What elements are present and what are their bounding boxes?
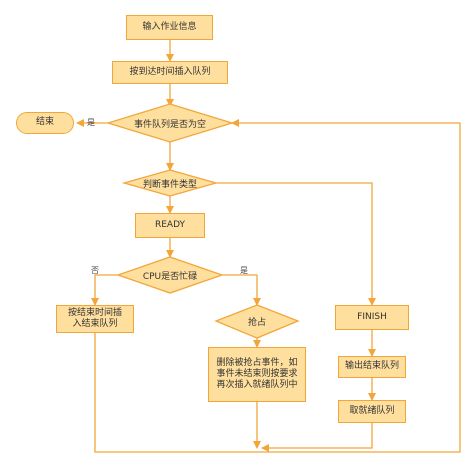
diamond-preempt: 抢占 [218, 311, 296, 331]
diamond-cpu-busy-label: CPU是否忙碌 [142, 271, 198, 282]
diamond-judge-shape [121, 169, 219, 197]
node-delete-preempted: 删除被抢占事件，如事件未结束则按要求再次插入就绪队列中 [208, 347, 306, 402]
node-fetch-ready-queue-label: 取就绪队列 [349, 405, 395, 416]
edge-return-loop [231, 119, 461, 453]
node-end: 结束 [16, 112, 74, 134]
edge-label-cpu-yes: 是 [240, 266, 248, 275]
node-fetch-ready-queue: 取就绪队列 [338, 400, 406, 423]
node-delete-preempted-label: 删除被抢占事件，如事件未结束则按要求再次插入就绪队列中 [216, 357, 298, 391]
node-insert-end-queue: 按结束时间插入结束队列 [56, 305, 134, 333]
node-finish: FINISH [335, 305, 409, 330]
diamond-queue-empty: 事件队列是否为空 [110, 112, 230, 134]
diamond-judge-event-type: 判断事件类型 [126, 173, 214, 193]
node-end-label: 结束 [35, 117, 54, 128]
diamond-judge-event-type-label: 判断事件类型 [142, 179, 197, 190]
diamond-preempt-shape [214, 304, 300, 339]
node-output-end-queue-label: 输出结束队列 [344, 361, 399, 372]
edge-cpu-no [91, 274, 118, 306]
edge-judge-to-finish [216, 182, 376, 306]
node-insert-by-arrival-label: 按到达时间插入队列 [129, 66, 211, 77]
diamond-queue-empty-shape [105, 103, 235, 143]
edge-fetch-to-bottom [261, 423, 373, 452]
edge-label-cpu-no: 否 [91, 266, 99, 275]
node-input-job-label: 输入作业信息 [142, 21, 197, 32]
diamond-cpu-shape [116, 256, 224, 294]
edge-insert-end-down [94, 333, 257, 453]
node-insert-end-queue-label: 按结束时间插入结束队列 [67, 307, 122, 329]
diamond-queue-empty-label: 事件队列是否为空 [133, 119, 206, 130]
diamond-cpu-busy: CPU是否忙碌 [120, 265, 220, 285]
node-ready-label: READY [154, 219, 186, 230]
edge-label-queue-yes: 是 [87, 118, 95, 127]
diamond-preempt-label: 抢占 [247, 317, 266, 328]
node-insert-by-arrival: 按到达时间插入队列 [112, 61, 228, 84]
node-input-job: 输入作业信息 [126, 15, 213, 40]
node-finish-label: FINISH [357, 311, 387, 322]
edge-cpu-yes [222, 274, 261, 306]
node-output-end-queue: 输出结束队列 [338, 356, 406, 378]
node-ready: READY [135, 213, 205, 238]
